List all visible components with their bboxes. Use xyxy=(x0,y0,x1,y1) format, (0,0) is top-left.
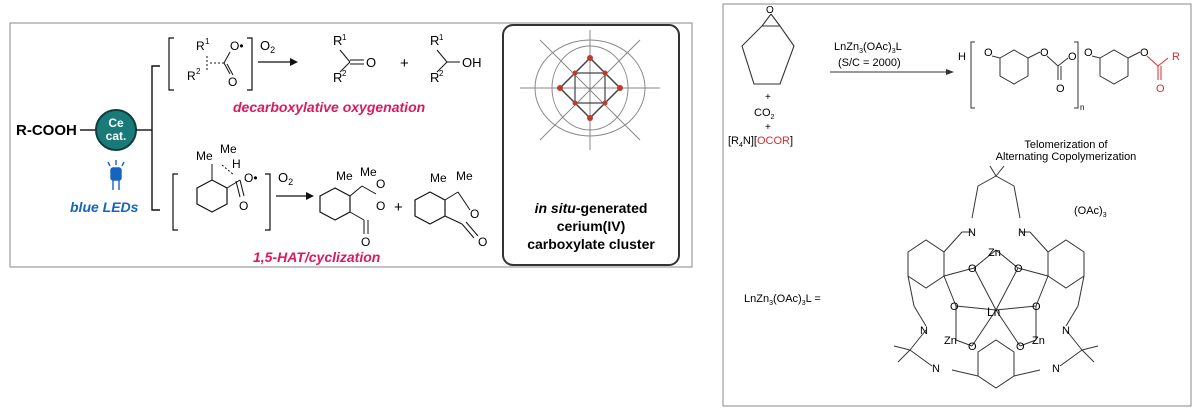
svg-text:N: N xyxy=(932,363,940,375)
svg-text:O: O xyxy=(1016,341,1025,353)
cyclic-peroxide-product xyxy=(319,185,377,234)
svg-text:O: O xyxy=(376,177,385,191)
o2-label-2: O2 xyxy=(278,170,293,187)
svg-text:N: N xyxy=(1052,363,1060,375)
svg-text:O: O xyxy=(1084,47,1093,59)
macrocycle-ligand-structure xyxy=(893,165,1099,389)
catalyst-equals-label: LnZn3(OAc)3L = xyxy=(744,293,821,307)
svg-text:O: O xyxy=(1032,301,1041,313)
svg-text:O: O xyxy=(239,199,248,213)
svg-text:R: R xyxy=(333,70,342,85)
catalyst-formula: LnZn3(OAc)3L xyxy=(834,41,902,55)
svg-text:1: 1 xyxy=(439,33,444,42)
svg-text:Me: Me xyxy=(360,165,377,179)
svg-text:Me: Me xyxy=(196,149,213,163)
plus-sign-1: + xyxy=(400,55,409,72)
reactant-label: R-COOH xyxy=(16,122,77,139)
blue-leds-label: blue LEDs xyxy=(70,199,139,215)
cluster-caption-line3: carboxylate cluster xyxy=(527,236,655,252)
epoxide-o: O xyxy=(766,5,774,16)
svg-text:R: R xyxy=(430,33,439,48)
svg-text:O: O xyxy=(1040,47,1049,59)
cluster-caption-line1: in situ-generated xyxy=(535,200,648,216)
cyclohexene-oxide xyxy=(741,13,795,85)
svg-text:cat.: cat. xyxy=(106,129,127,143)
svg-text:R: R xyxy=(333,33,342,48)
cluster-caption-line2: cerium(IV) xyxy=(557,218,625,234)
svg-text:O: O xyxy=(1156,83,1165,95)
svg-text:1: 1 xyxy=(342,33,347,42)
svg-text:Me: Me xyxy=(336,169,353,183)
co2-label: CO2 xyxy=(754,107,775,121)
svg-text:1: 1 xyxy=(205,37,210,46)
s-c-ratio: (S/C = 2000) xyxy=(838,57,901,69)
svg-text:Me: Me xyxy=(220,142,237,156)
svg-text:R: R xyxy=(430,70,439,85)
lactone-product xyxy=(414,191,479,239)
plus-2: + xyxy=(765,122,771,133)
svg-text:O: O xyxy=(361,235,370,249)
svg-text:O: O xyxy=(1140,47,1149,59)
svg-text:N: N xyxy=(968,227,976,239)
svg-text:H: H xyxy=(232,157,241,171)
radical-intermediate-2 xyxy=(172,164,271,231)
svg-text:R: R xyxy=(196,39,205,53)
catalyst-badge: Ce cat. xyxy=(95,109,137,151)
svg-text:Ln: Ln xyxy=(987,305,1000,319)
ammonium-salt-label: [R4N][OCOR] xyxy=(728,135,793,149)
svg-text:O•: O• xyxy=(244,171,258,185)
svg-text:Zn: Zn xyxy=(988,247,1001,259)
plus-sign-2: + xyxy=(394,199,403,216)
svg-text:O: O xyxy=(1014,263,1023,275)
svg-text:n: n xyxy=(1080,103,1084,112)
svg-text:Me: Me xyxy=(430,171,447,185)
svg-text:R: R xyxy=(187,69,196,83)
svg-text:O: O xyxy=(478,235,487,249)
svg-text:H: H xyxy=(958,51,966,63)
svg-text:Zn: Zn xyxy=(944,335,957,347)
svg-text:2: 2 xyxy=(196,67,201,76)
oac-label: (OAc)3 xyxy=(1074,205,1107,219)
decarboxylative-oxygenation-label: decarboxylative oxygenation xyxy=(233,99,425,115)
svg-text:O: O xyxy=(968,263,977,275)
caption-alternating: Alternating Copolymerization xyxy=(996,151,1137,163)
o2-label-1: O2 xyxy=(260,38,275,55)
hat-cyclization-label: 1,5-HAT/cyclization xyxy=(253,249,380,265)
svg-text:O: O xyxy=(470,207,479,221)
svg-text:N: N xyxy=(1062,325,1070,337)
svg-text:Ce: Ce xyxy=(108,116,124,130)
svg-text:O•: O• xyxy=(230,39,244,53)
caption-telomerization: Telomerization of xyxy=(1024,139,1108,151)
right-scheme-panel: O + CO2 + [R4N][OCOR] LnZn3(OAc)3L (S/C … xyxy=(722,3,1192,407)
plus-1: + xyxy=(765,92,771,103)
svg-text:O: O xyxy=(950,301,959,313)
svg-text:O: O xyxy=(1056,83,1065,95)
svg-text:O: O xyxy=(968,341,977,353)
svg-text:N: N xyxy=(1018,227,1026,239)
blue-led-icon xyxy=(107,160,125,190)
svg-text:Zn: Zn xyxy=(1032,335,1045,347)
svg-text:O: O xyxy=(376,199,385,213)
svg-text:O: O xyxy=(1068,51,1077,63)
polycarbonate-product xyxy=(970,41,1169,109)
svg-text:Me: Me xyxy=(456,169,473,183)
svg-text:2: 2 xyxy=(342,69,347,78)
cluster-inset-box xyxy=(502,24,680,266)
svg-text:O: O xyxy=(366,55,376,70)
svg-text:2: 2 xyxy=(439,69,444,78)
svg-text:R: R xyxy=(1172,51,1180,63)
svg-text:O: O xyxy=(984,47,993,59)
svg-text:N: N xyxy=(920,325,928,337)
svg-text:OH: OH xyxy=(462,55,482,70)
svg-text:O: O xyxy=(228,75,237,89)
